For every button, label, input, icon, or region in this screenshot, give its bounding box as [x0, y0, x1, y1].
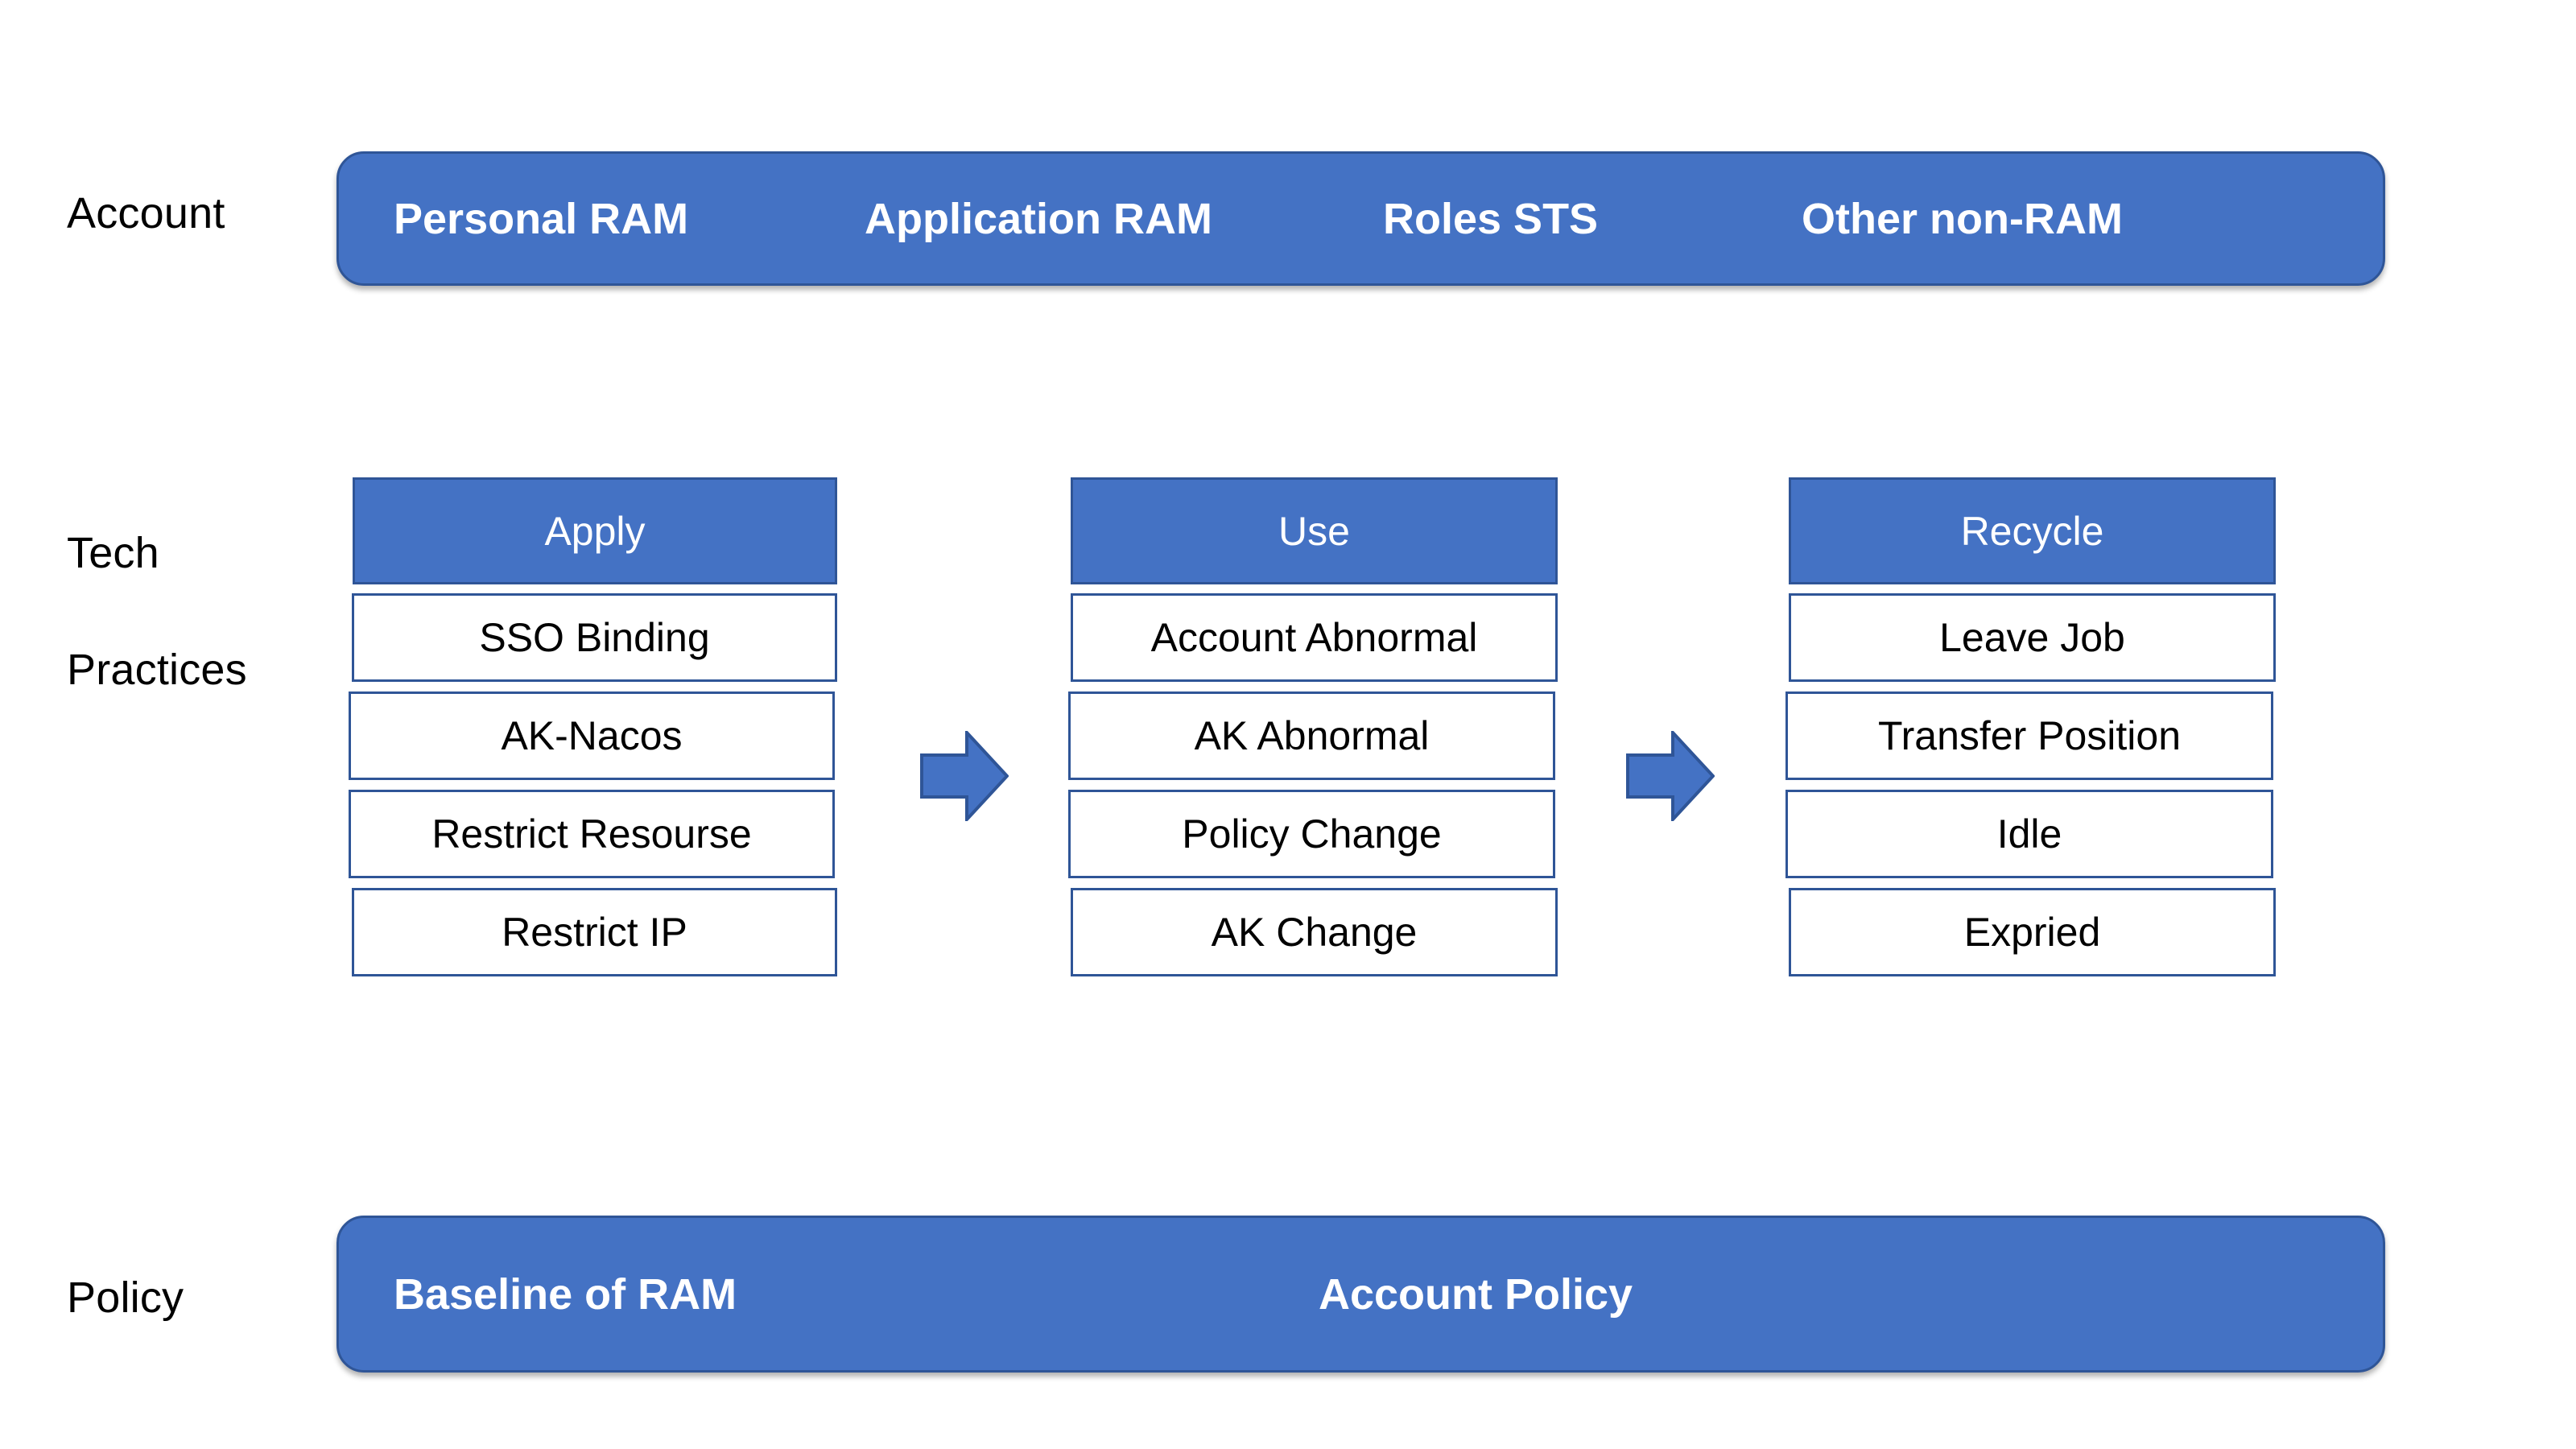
account-band[interactable]: Personal RAM Application RAM Roles STS O… [336, 151, 2385, 286]
column-item-ak-change[interactable]: AK Change [1071, 888, 1558, 976]
account-item-personal-ram[interactable]: Personal RAM [394, 194, 689, 243]
account-item-application-ram[interactable]: Application RAM [865, 194, 1212, 243]
right-arrow-icon-apply-to-use [920, 731, 1009, 821]
column-item-leave-job[interactable]: Leave Job [1789, 593, 2276, 682]
policy-band[interactable]: Baseline of RAM Account Policy [336, 1216, 2385, 1373]
policy-item-baseline-of-ram[interactable]: Baseline of RAM [394, 1269, 737, 1319]
column-item-restrict-resourse[interactable]: Restrict Resourse [349, 790, 835, 878]
column-item-restrict-ip[interactable]: Restrict IP [352, 888, 837, 976]
tech-practices-label-line2: Practices [67, 646, 247, 694]
right-arrow-icon-use-to-recycle [1626, 731, 1715, 821]
column-header-recycle[interactable]: Recycle [1789, 477, 2276, 584]
tech-practices-label-line1: Tech [67, 529, 159, 577]
account-row-label: Account [67, 189, 225, 237]
column-item-expried[interactable]: Expried [1789, 888, 2276, 976]
column-header-use[interactable]: Use [1071, 477, 1558, 584]
column-item-policy-change[interactable]: Policy Change [1068, 790, 1555, 878]
column-header-apply[interactable]: Apply [353, 477, 837, 584]
column-item-idle[interactable]: Idle [1785, 790, 2273, 878]
column-item-account-abnormal[interactable]: Account Abnormal [1071, 593, 1558, 682]
policy-row-label: Policy [67, 1274, 184, 1322]
column-item-ak-nacos[interactable]: AK-Nacos [349, 691, 835, 780]
account-item-other-non-ram[interactable]: Other non-RAM [1802, 194, 2123, 243]
column-item-transfer-position[interactable]: Transfer Position [1785, 691, 2273, 780]
column-item-ak-abnormal[interactable]: AK Abnormal [1068, 691, 1555, 780]
account-item-roles-sts[interactable]: Roles STS [1383, 194, 1599, 243]
column-item-sso-binding[interactable]: SSO Binding [352, 593, 837, 682]
policy-item-account-policy[interactable]: Account Policy [1319, 1269, 1633, 1319]
